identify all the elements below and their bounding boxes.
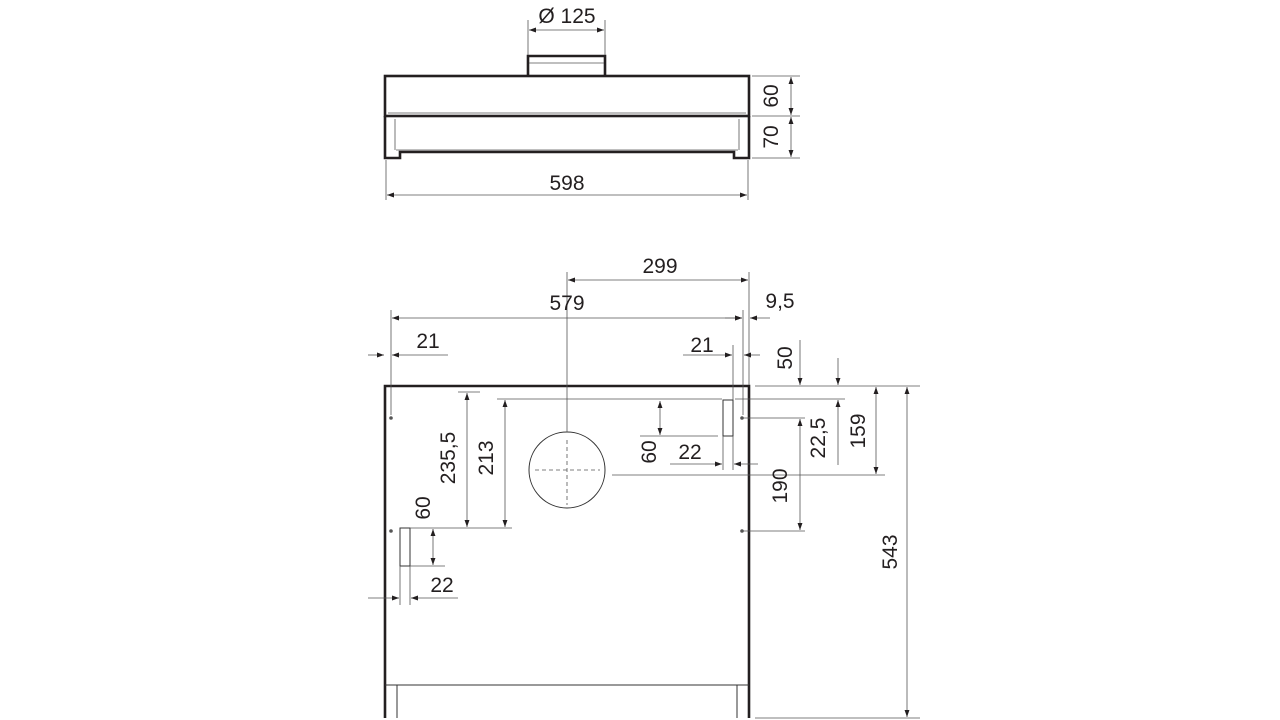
dim-depth: 543	[879, 534, 902, 569]
hood-upper-body	[383, 74, 751, 118]
left-slot	[399, 527, 411, 567]
hood-lower-body	[383, 116, 751, 160]
plan-view: 299 579 9,5 21 21 50 22,5 159 543	[368, 255, 920, 719]
dim-top-offset: 50	[774, 346, 797, 369]
dim-hole-span: 579	[549, 292, 584, 315]
dim-edge-offset-right: 9,5	[765, 290, 794, 313]
dim-right-slot-height: 60	[638, 440, 661, 463]
dim-outlet-center-to-slot: 213	[475, 440, 498, 475]
dim-half-width: 299	[642, 255, 677, 278]
dim-left-slot-height: 60	[412, 496, 435, 519]
dim-outlet-center-depth: 159	[847, 413, 870, 448]
dim-left-slot-depth: 235,5	[437, 432, 460, 485]
dim-right-inset: 21	[690, 334, 713, 357]
right-slot	[722, 399, 734, 437]
dim-outlet-diameter: Ø 125	[538, 5, 595, 28]
dim-left-inset: 21	[416, 330, 439, 353]
dim-upper-height: 60	[760, 84, 783, 107]
dim-left-slot-width: 22	[430, 574, 453, 597]
dim-lower-height: 70	[760, 125, 783, 148]
dim-right-slot-width: 22	[678, 441, 701, 464]
dim-slot-offset-top: 22,5	[807, 418, 830, 459]
front-view: Ø 125 60 70 598	[383, 5, 800, 200]
outlet-collar	[526, 54, 607, 76]
dim-hole-spacing-vertical: 190	[769, 468, 792, 503]
dim-width: 598	[549, 172, 584, 195]
